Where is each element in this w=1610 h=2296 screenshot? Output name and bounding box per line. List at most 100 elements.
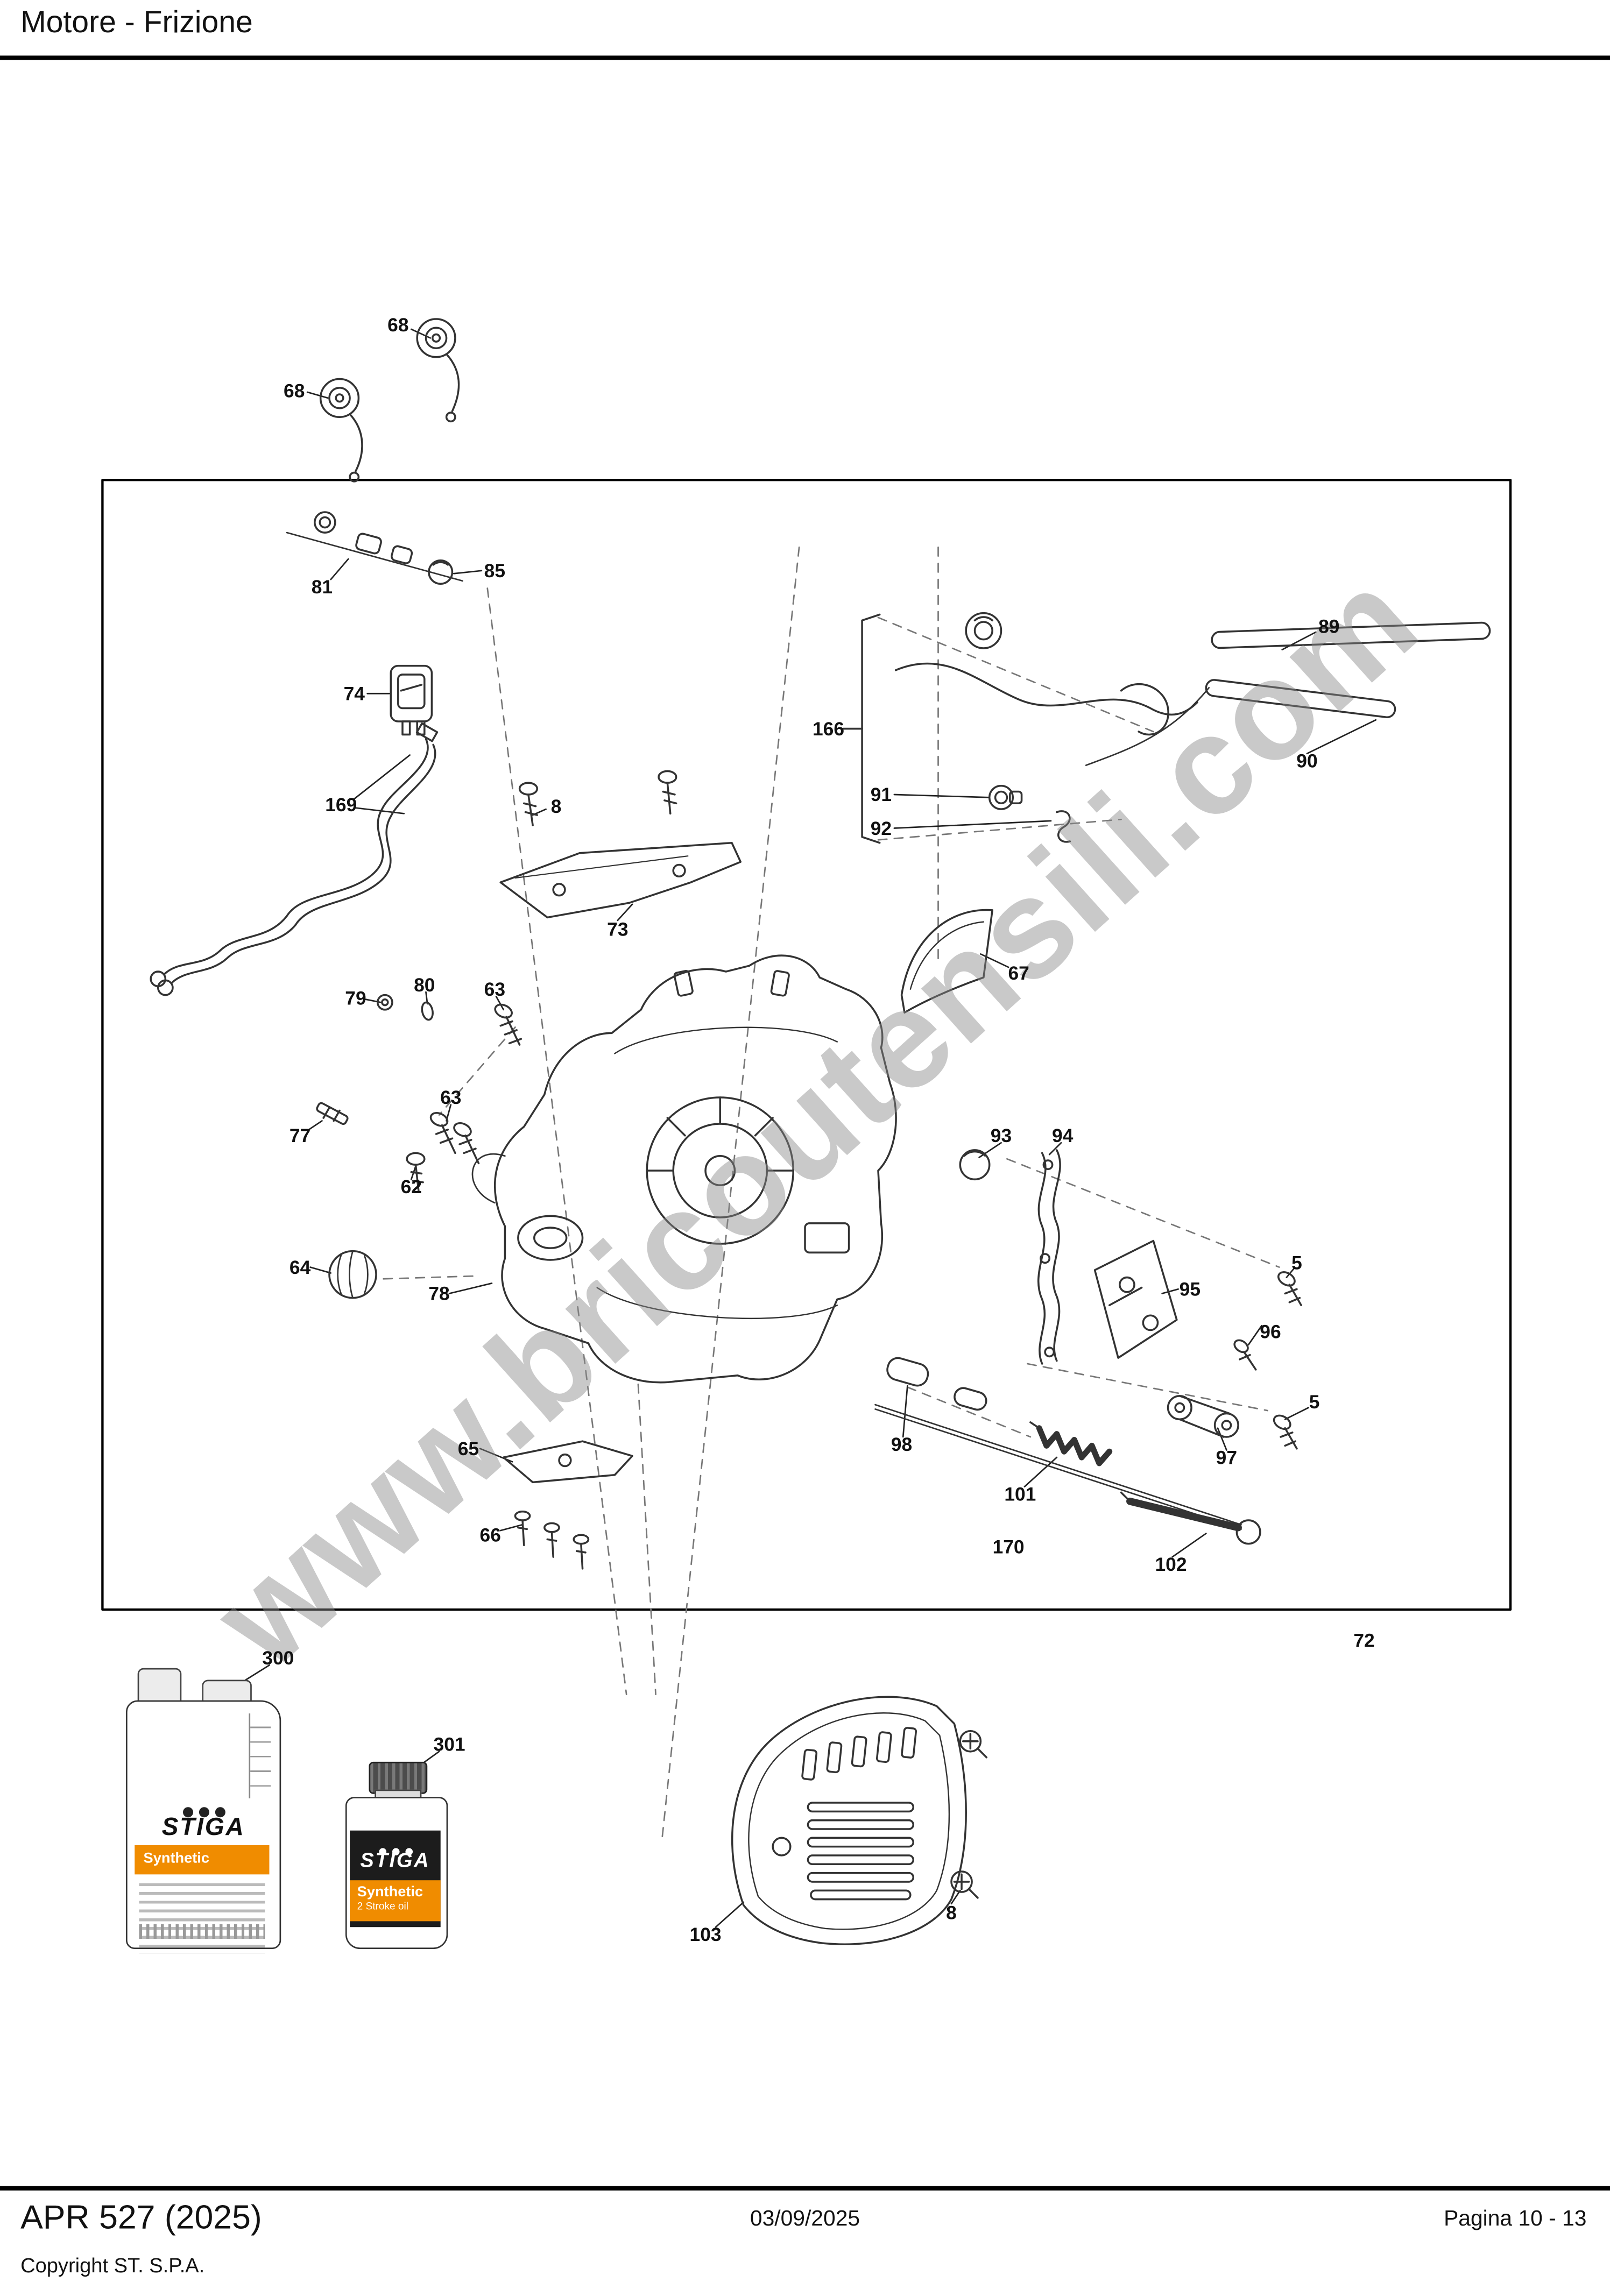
callout-68: 68 <box>387 314 409 336</box>
callout-97: 97 <box>1216 1446 1238 1469</box>
diagram-border-box <box>101 478 1512 1611</box>
part-68-cap-a <box>416 318 460 423</box>
part-169-wiring-harness <box>150 722 439 996</box>
callout-64: 64 <box>289 1256 311 1278</box>
part-68-cap-b <box>319 378 363 483</box>
part-93-cap <box>959 1149 991 1181</box>
stiga-logo-icon <box>350 1837 441 1863</box>
callout-81: 81 <box>311 576 333 598</box>
bottle-label: STIGA Synthetic 2 Stroke oil <box>350 1830 441 1927</box>
brand-label: STIGA <box>360 1848 430 1872</box>
callout-63: 63 <box>484 978 506 1001</box>
product-subtitle: 2 Stroke oil <box>357 1902 408 1913</box>
part-64-grommet <box>328 1250 377 1299</box>
measure-strip <box>249 1713 271 1798</box>
part-80-pin <box>421 1001 434 1021</box>
footer-page-number: Pagina 10 - 13 <box>1444 2206 1587 2231</box>
part-89-tube <box>1211 621 1491 649</box>
callout-93: 93 <box>990 1124 1012 1147</box>
callout-90: 90 <box>1296 750 1318 772</box>
part-67-sheet <box>900 909 993 1014</box>
bottle-body: STIGA Synthetic <box>125 1700 281 1954</box>
footer-rule <box>0 2186 1610 2191</box>
callout-72: 72 <box>1353 1629 1375 1652</box>
callout-63: 63 <box>440 1086 462 1109</box>
part-166-group-bracket <box>842 612 1198 844</box>
callout-91: 91 <box>870 783 892 806</box>
bottle-cap <box>369 1761 428 1794</box>
callout-169: 169 <box>325 793 357 816</box>
callout-101: 101 <box>1004 1483 1036 1505</box>
part-92-hook <box>1056 810 1071 843</box>
part-97-lever <box>1167 1395 1239 1438</box>
callout-96: 96 <box>1260 1320 1281 1343</box>
part-98-bushings <box>886 1357 987 1411</box>
callout-98: 98 <box>891 1433 913 1456</box>
callout-74: 74 <box>343 682 365 705</box>
part-102-rod <box>1120 1491 1261 1545</box>
footer-date: 03/09/2025 <box>750 2206 860 2231</box>
part-66-screws <box>514 1510 590 1570</box>
callout-67: 67 <box>1008 962 1029 984</box>
callout-5: 5 <box>1309 1391 1320 1413</box>
part-5-screw-b <box>1273 1414 1298 1450</box>
callout-95: 95 <box>1179 1278 1201 1300</box>
callout-301: 301 <box>433 1733 465 1755</box>
callout-73: 73 <box>607 918 629 940</box>
callout-94: 94 <box>1052 1124 1074 1147</box>
callout-68: 68 <box>284 379 305 402</box>
part-73-plate <box>499 841 742 919</box>
callout-5: 5 <box>1291 1251 1302 1274</box>
callout-92: 92 <box>870 817 892 839</box>
callout-300: 300 <box>262 1647 294 1669</box>
fine-print <box>139 1883 265 1954</box>
oil-bottle-large: STIGA Synthetic <box>125 1668 281 1954</box>
callout-65: 65 <box>457 1437 479 1460</box>
callout-103: 103 <box>689 1923 722 1946</box>
part-101-spring <box>1029 1421 1113 1466</box>
brand-label: STIGA <box>161 1813 245 1841</box>
part-77-pin <box>316 1102 349 1125</box>
part-63-screws-b <box>429 1111 480 1165</box>
part-103-starter-cover <box>731 1696 967 1945</box>
part-90-tube <box>1085 679 1396 766</box>
footer-copyright: Copyright ST. S.P.A. <box>20 2253 205 2277</box>
part-62-screw <box>406 1152 426 1192</box>
callout-62: 62 <box>400 1175 422 1198</box>
callout-166: 166 <box>813 718 845 740</box>
part-65-plate <box>502 1440 633 1484</box>
part-85-cap <box>428 559 454 585</box>
barcode-strip <box>139 1924 265 1939</box>
oil-bottle-small: STIGA Synthetic 2 Stroke oil <box>345 1761 448 1950</box>
callout-66: 66 <box>479 1523 501 1546</box>
part-94-gasket <box>1037 1149 1061 1365</box>
part-8-screw-cover-bottom <box>950 1870 979 1899</box>
part-8-screw-cover-top <box>959 1730 988 1759</box>
callout-77: 77 <box>289 1124 311 1147</box>
part-170-rod <box>874 1404 1242 1530</box>
callout-89: 89 <box>1318 615 1340 637</box>
callout-80: 80 <box>414 974 435 996</box>
part-74-switch <box>390 664 433 736</box>
product-name: Synthetic <box>357 1884 423 1901</box>
product-band: Synthetic <box>135 1845 270 1875</box>
product-band: Synthetic 2 Stroke oil <box>350 1880 441 1922</box>
part-63-screw-a <box>494 1003 522 1046</box>
callout-85: 85 <box>484 559 506 582</box>
part-81-fastener-set <box>286 511 463 582</box>
callout-78: 78 <box>428 1282 450 1305</box>
construction-dashed-lines <box>383 546 1280 1845</box>
callout-102: 102 <box>1155 1553 1187 1576</box>
part-8-screw-top <box>518 782 539 826</box>
page-title: Motore - Frizione <box>20 5 253 40</box>
callout-8: 8 <box>550 795 562 818</box>
callout-79: 79 <box>345 987 366 1009</box>
part-79-washer <box>376 994 393 1011</box>
callout-8: 8 <box>946 1901 957 1924</box>
stiga-logo-icon <box>128 1798 280 1825</box>
header-rule <box>0 55 1610 60</box>
bottle-body: STIGA Synthetic 2 Stroke oil <box>345 1797 448 1950</box>
part-78-crankcase <box>471 954 897 1384</box>
